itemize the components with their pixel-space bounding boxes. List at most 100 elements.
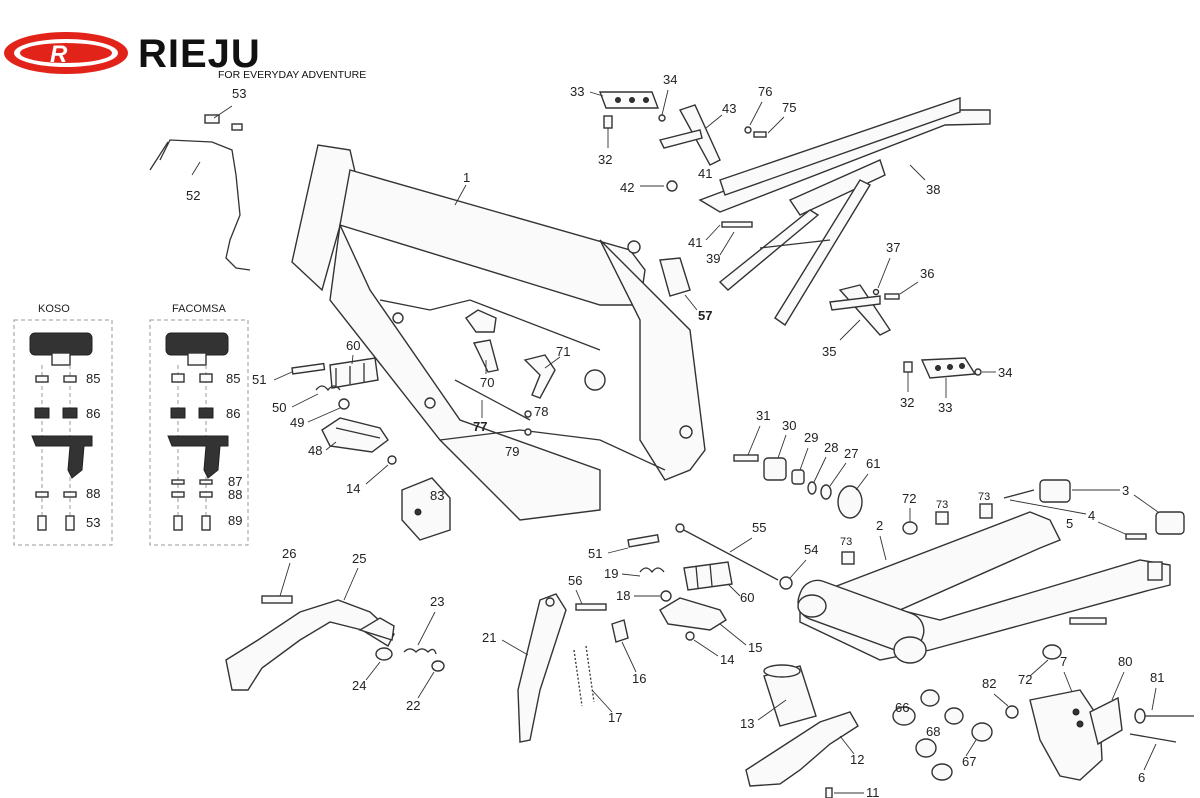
label-13: 13	[740, 716, 754, 731]
label-67: 67	[962, 754, 976, 769]
label-41b: 41	[688, 235, 702, 250]
plate-57: 57	[659, 257, 712, 323]
lower-rear-bracket: 35 37 36	[822, 240, 934, 359]
label-51: 51	[252, 372, 266, 387]
label-35: 35	[822, 344, 836, 359]
label-55: 55	[752, 520, 766, 535]
label-53: 53	[232, 86, 246, 101]
label-48: 48	[308, 443, 322, 458]
inset-facomsa: FACOMSA 85 86 87 88 89	[149, 303, 249, 546]
label-f88: 88	[228, 487, 242, 502]
label-68: 68	[926, 724, 940, 739]
left-footpeg: 51 60 50 49 48 14	[252, 338, 397, 496]
label-41: 41	[698, 166, 712, 181]
label-31: 31	[756, 408, 770, 423]
label-38: 38	[926, 182, 940, 197]
inset-facomsa-title: FACOMSA	[172, 303, 226, 315]
label-43: 43	[722, 101, 736, 116]
swingarm-icon: 2	[797, 511, 1171, 664]
label-83: 83	[430, 488, 444, 503]
label-f86: 86	[226, 406, 240, 421]
rieju-logo-icon: R	[4, 32, 128, 74]
label-3: 3	[1122, 483, 1129, 498]
label-21: 21	[482, 630, 496, 645]
label-6: 6	[1138, 770, 1145, 785]
label-75: 75	[782, 100, 796, 115]
label-82: 82	[982, 676, 996, 691]
label-15: 15	[748, 640, 762, 655]
label-k85: 85	[86, 371, 100, 386]
subframe-hardware: 43 76 75 42 41 41 39	[620, 84, 796, 266]
label-78: 78	[534, 404, 548, 419]
label-49: 49	[290, 415, 304, 430]
label-60b: 60	[740, 590, 754, 605]
frame-brackets: 70 71 77 78 79	[454, 309, 570, 459]
inset-koso-title: KOSO	[38, 303, 70, 315]
label-k86: 86	[86, 406, 100, 421]
label-f89: 89	[228, 513, 242, 528]
label-29: 29	[804, 430, 818, 445]
label-11: 11	[866, 785, 880, 798]
label-24: 24	[352, 678, 366, 693]
pivot-hardware: 55 54 31 30 29 28 27 61	[675, 408, 880, 590]
label-32b: 32	[900, 395, 914, 410]
label-77: 77	[473, 419, 487, 434]
label-k88: 88	[86, 486, 100, 501]
label-2: 2	[876, 518, 883, 533]
label-72b: 72	[1018, 672, 1032, 687]
bracket-83: 83	[401, 477, 451, 541]
label-7: 7	[1060, 654, 1067, 669]
label-33b: 33	[938, 400, 952, 415]
label-56: 56	[568, 573, 582, 588]
label-4: 4	[1088, 508, 1095, 523]
swingarm-small-parts: 72 73 73 73	[840, 491, 993, 565]
label-1: 1	[463, 170, 470, 185]
label-80: 80	[1118, 654, 1132, 669]
label-f85: 85	[226, 371, 240, 386]
label-34: 34	[663, 72, 677, 87]
label-73: 73	[936, 499, 948, 511]
label-71: 71	[556, 344, 570, 359]
logo-letter: R	[50, 41, 68, 68]
label-12: 12	[850, 752, 864, 767]
lower-bracket: 33 34 32	[900, 357, 1012, 415]
label-30: 30	[782, 418, 796, 433]
label-25: 25	[352, 551, 366, 566]
label-5: 5	[1066, 516, 1073, 531]
label-26: 26	[282, 546, 296, 561]
label-39: 39	[706, 251, 720, 266]
label-27: 27	[844, 446, 858, 461]
label-52: 52	[186, 188, 200, 203]
inset-koso: KOSO 86 88 53	[13, 303, 113, 546]
right-footpeg: 51 19 60 18 15 14	[588, 533, 762, 667]
label-61: 61	[866, 456, 880, 471]
linkage-parts: 72 7 80 81 6 82 66 68 67	[892, 644, 1194, 785]
label-17: 17	[608, 710, 622, 725]
label-32: 32	[598, 152, 612, 167]
label-23: 23	[430, 594, 444, 609]
brake-pedal: 26 25 24 23 22	[225, 546, 445, 713]
subframe: 38	[698, 97, 991, 327]
brand-name: RIEJU	[138, 32, 261, 76]
upper-bracket: 33 34 32	[570, 72, 677, 167]
label-28: 28	[824, 440, 838, 455]
label-76: 76	[758, 84, 772, 99]
brand-tagline: FOR EVERYDAY ADVENTURE	[218, 69, 366, 81]
label-19: 19	[604, 566, 618, 581]
label-50: 50	[272, 400, 286, 415]
label-70: 70	[480, 375, 494, 390]
side-stand: 21 56 16 17	[482, 573, 646, 743]
label-79: 79	[505, 444, 519, 459]
label-57: 57	[698, 308, 712, 323]
headlight-bracket: 53 52	[149, 86, 251, 271]
label-60: 60	[346, 338, 360, 353]
label-34b: 34	[998, 365, 1012, 380]
label-73c: 73	[840, 536, 852, 548]
label-33: 33	[570, 84, 584, 99]
label-22: 22	[406, 698, 420, 713]
label-72: 72	[902, 491, 916, 506]
label-42: 42	[620, 180, 634, 195]
label-f87: 87	[228, 474, 242, 489]
label-k53: 53	[86, 515, 100, 530]
frame-icon: 1	[291, 144, 706, 521]
